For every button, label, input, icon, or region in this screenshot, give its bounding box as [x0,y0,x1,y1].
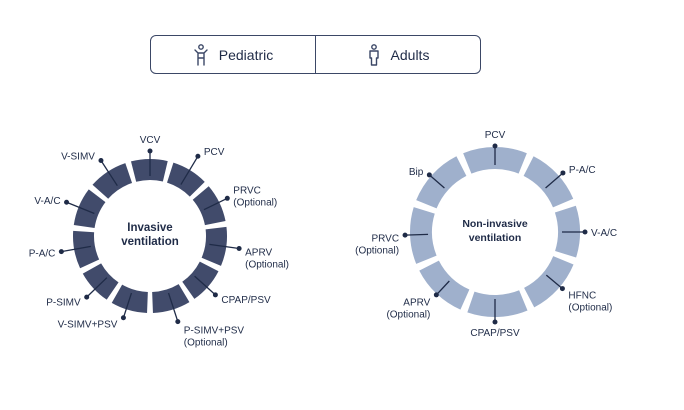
pediatric-button[interactable]: Pediatric [151,36,315,73]
mode-dot [212,292,218,298]
ring-segment [92,163,133,199]
mode-label-p-a-c: P-A/C [29,249,56,260]
mode-dot [58,249,64,255]
mode-label-p-a-c: P-A/C [569,165,596,176]
mode-label-prvc: PRVC(Optional) [355,233,399,256]
mode-dot [559,286,565,292]
ring-segment [73,189,106,229]
mode-leader-line [405,233,429,236]
mode-leader-line [209,243,240,250]
patient-type-toggle: Pediatric Adults [150,35,481,74]
mode-leader-line [203,197,228,211]
ring-segment [419,260,470,310]
mode-leader-line [435,280,450,296]
ring-segment [524,256,574,308]
mode-label-bip: Bip [409,167,424,178]
mode-label-v-simv-psv: V-SIMV+PSV [58,319,118,330]
mode-label-aprv: APRV(Optional) [245,247,289,270]
mode-label-pcv: PCV [485,130,506,141]
mode-label-vcv: VCV [140,135,161,146]
mode-label-p-simv-psv: P-SIMV+PSV(Optional) [184,325,245,348]
mode-dot [236,246,242,252]
ring-segment [182,261,219,299]
adult-icon [367,43,381,66]
mode-dot [560,170,566,176]
mode-dot [84,294,90,300]
ring-segment [416,156,467,209]
adults-button[interactable]: Adults [315,36,480,73]
mode-dot [433,292,439,298]
ring-segment [130,158,168,182]
mode-leader-line [428,174,445,189]
mode-leader-line [86,277,108,298]
ring-segment [167,162,205,197]
mode-leader-line [545,172,564,189]
mode-dot [224,195,230,201]
mode-label-p-simv: P-SIMV [46,297,81,308]
ring-segment [410,207,437,264]
mode-dot [175,319,181,325]
mode-dot [492,143,498,149]
mode-dot [147,148,153,154]
mode-leader-line [194,275,216,296]
mode-label-prvc: PRVC(Optional) [233,186,277,209]
pediatric-label: Pediatric [218,46,274,63]
mode-dot [195,153,201,159]
ring-segment [192,186,226,226]
mode-dot [98,158,104,164]
mode-leader-line [100,160,118,187]
mode-leader-line [545,274,563,290]
mode-dot [120,315,126,321]
ring-segment [467,290,528,317]
mode-leader-line [122,292,133,318]
mode-label-v-a-c: V-A/C [591,228,617,239]
ring-segment [523,156,574,208]
adults-label: Adults [390,46,430,63]
child-icon [193,43,209,66]
mode-leader-line [167,292,179,322]
mode-label-pcv: PCV [204,147,225,158]
mode-dot [582,229,588,235]
mode-label-cpap-psv: CPAP/PSV [221,295,271,306]
mode-label-cpap-psv: CPAP/PSV [470,328,520,339]
mode-dot [64,199,70,205]
mode-dot [402,232,408,238]
ring-segment [82,263,119,300]
ring-segment [73,230,100,269]
mode-leader-line [180,155,199,185]
mode-label-v-simv: V-SIMV [61,151,95,162]
mode-label-v-a-c: V-A/C [34,196,60,207]
mode-leader-line [66,201,95,215]
mode-dot [492,319,498,325]
mode-leader-line [61,245,92,253]
mode-label-hfnc: HFNC(Optional) [568,290,612,313]
ring-segment [201,226,227,266]
mode-label-aprv: APRV(Optional) [386,297,430,320]
mode-dot [426,172,432,178]
